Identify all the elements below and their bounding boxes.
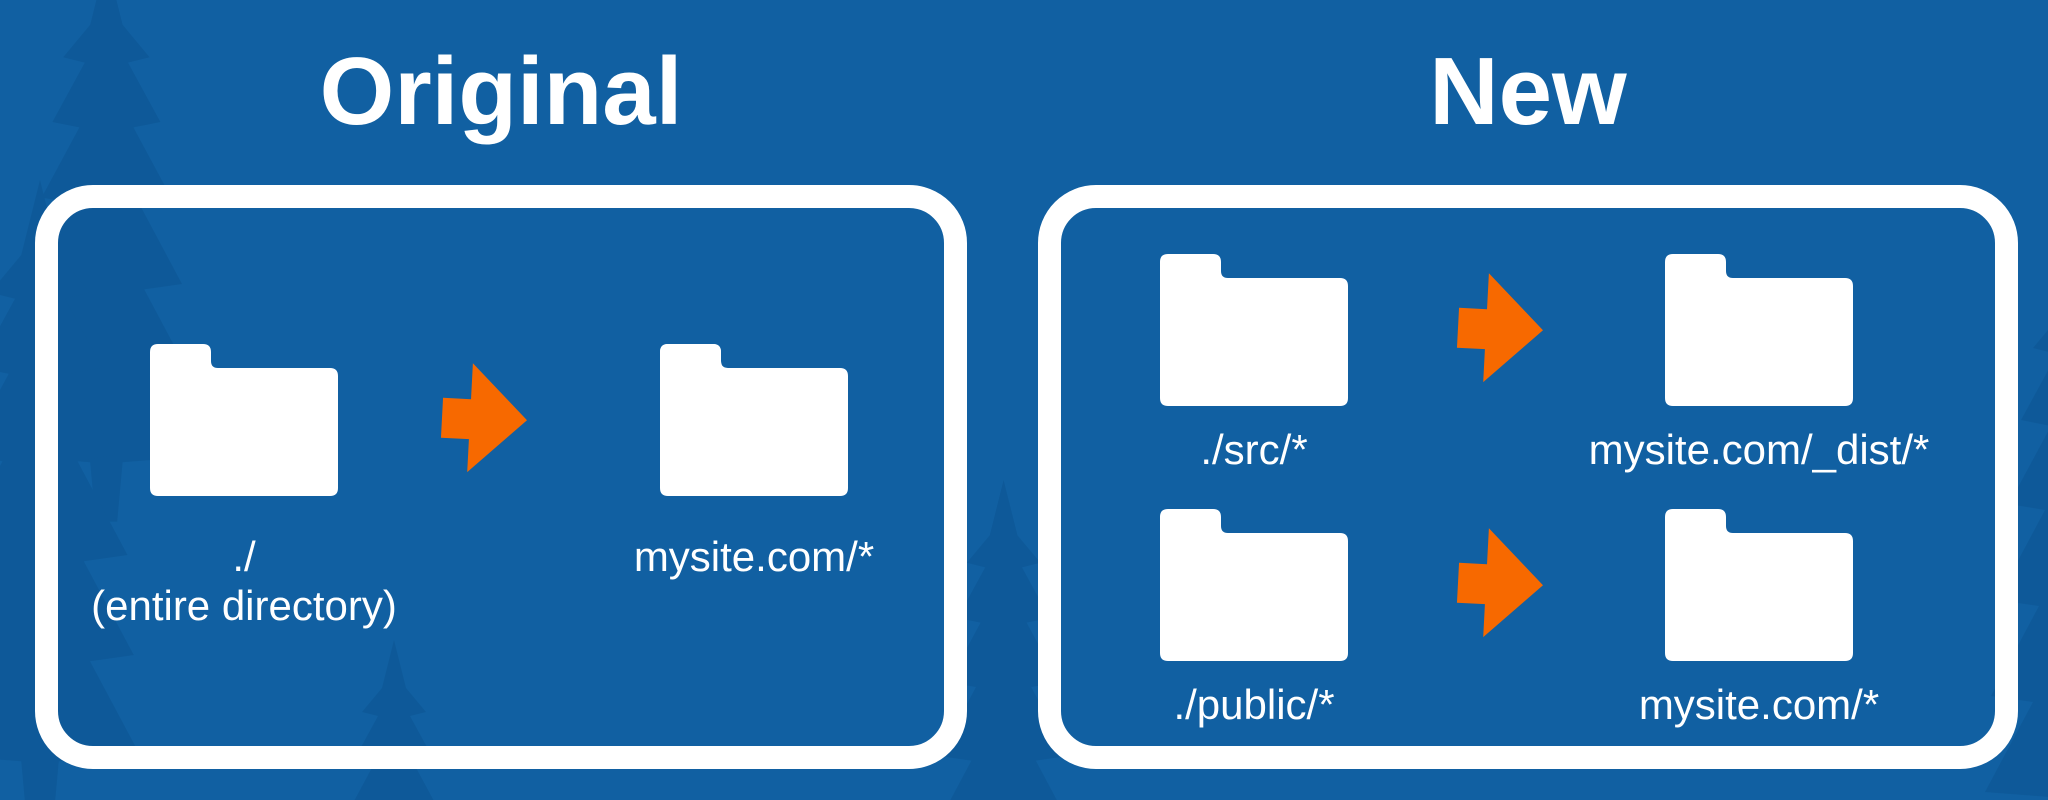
original-title: Original — [319, 38, 683, 145]
new-title: New — [1429, 38, 1627, 145]
source-label: ./src/* — [1200, 426, 1308, 473]
source-folder-icon — [1160, 251, 1348, 409]
new-panel — [1038, 185, 2018, 769]
arrow-right-icon — [1456, 527, 1546, 641]
source-label-line1: ./ — [232, 533, 256, 580]
source-label: ./public/* — [1173, 681, 1335, 728]
destination-label: mysite.com/* — [633, 533, 875, 580]
source-label: ./ (entire directory) — [69, 533, 419, 630]
arrow-right-icon — [1456, 272, 1546, 386]
source-folder-icon — [150, 341, 338, 499]
destination-folder-icon — [660, 341, 848, 499]
destination-label: mysite.com/_dist/* — [1588, 426, 1930, 473]
original-panel — [35, 185, 967, 769]
destination-folder-icon — [1665, 506, 1853, 664]
destination-folder-icon — [1665, 251, 1853, 409]
source-folder-icon — [1160, 506, 1348, 664]
destination-label: mysite.com/* — [1638, 681, 1880, 728]
source-label-line2: (entire directory) — [91, 581, 397, 629]
arrow-right-icon — [440, 362, 530, 476]
